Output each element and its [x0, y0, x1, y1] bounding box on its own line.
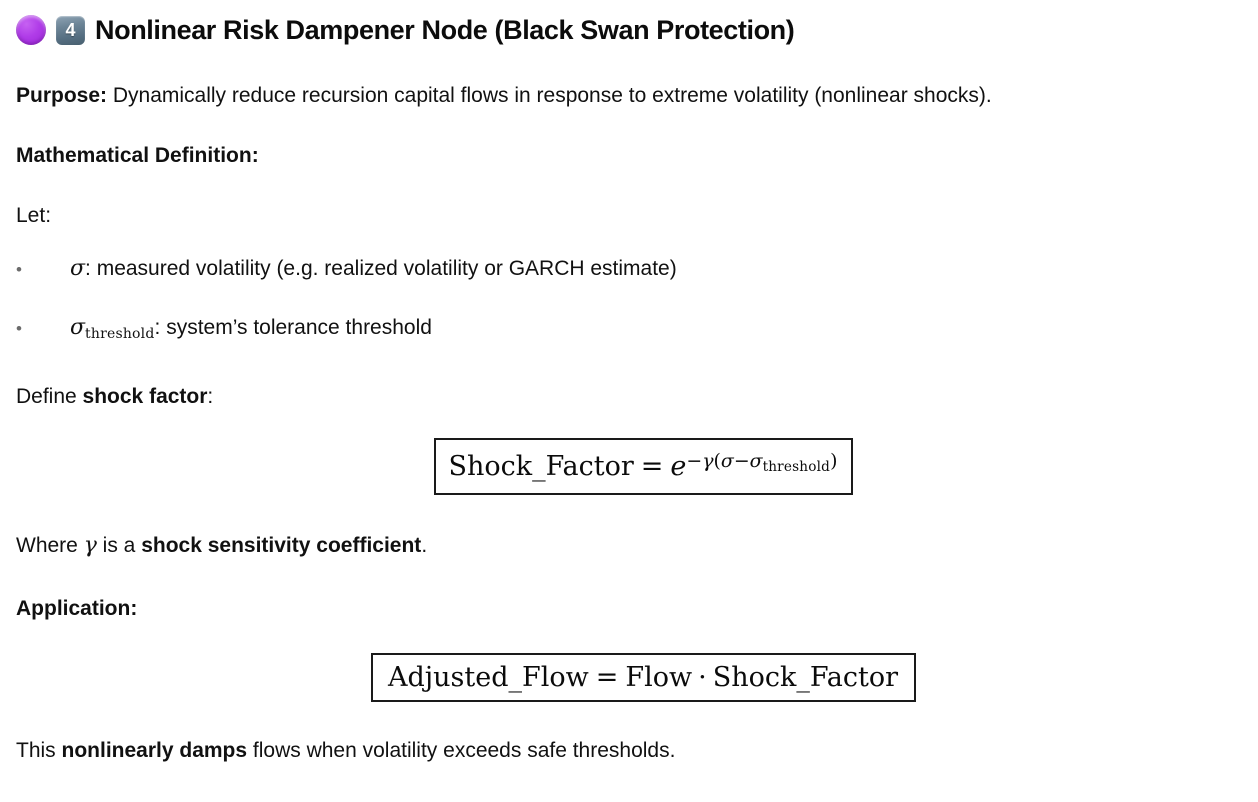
formula1-exp-gamma: γ: [702, 450, 714, 473]
purple-circle-icon: [16, 15, 46, 45]
formula2-dot: ·: [698, 661, 707, 693]
purpose-body: Dynamically reduce recursion capital flo…: [112, 84, 992, 107]
formula1-base: e: [670, 451, 687, 483]
formula1-exp-open-paren: (: [713, 450, 721, 473]
final-paragraph: This nonlinearly damps flows when volati…: [0, 738, 1258, 764]
formula1-exponent: −γ(σ−σthreshold): [686, 452, 837, 475]
formula1-exp-sigma2: σ: [749, 450, 763, 473]
formula2-term1: Flow: [625, 661, 693, 693]
final-prefix: This: [16, 738, 62, 762]
list-item: • σthreshold: system’s tolerance thresho…: [0, 314, 1258, 343]
shock-factor-formula-tex: Shock_Factor=e−γ(σ−σthreshold): [449, 450, 838, 482]
define-suffix: :: [207, 384, 214, 408]
nonlinearly-damps-bold: nonlinearly damps: [61, 738, 248, 762]
let-label: Let:: [16, 203, 52, 227]
gamma-symbol: γ: [83, 532, 97, 558]
formula2-term2: Shock_Factor: [712, 661, 898, 693]
formula1-exp-sign: −: [686, 450, 703, 473]
where-prefix: Where: [16, 533, 84, 557]
bullet-dot-icon: •: [16, 259, 22, 279]
purpose-label: Purpose:: [16, 84, 108, 107]
page-title: Nonlinear Risk Dampener Node (Black Swan…: [95, 14, 795, 45]
formula1-lhs: Shock_Factor: [448, 451, 634, 483]
keycap-four-icon: 4: [56, 15, 85, 45]
where-gamma-line: Where γ is a shock sensitivity coefficie…: [0, 532, 1258, 560]
bullet-dot-icon: •: [16, 319, 22, 339]
page-title-row: 4 Nonlinear Risk Dampener Node (Black Sw…: [0, 0, 1258, 50]
where-middle: is a: [96, 533, 142, 557]
application-heading: Application:: [16, 597, 138, 621]
shock-factor-formula-wrap: Shock_Factor=e−γ(σ−σthreshold): [0, 437, 1258, 495]
symbol-definition-list: • σ: measured volatility (e.g. realized …: [0, 255, 1258, 344]
bullet-content: σthreshold: system’s tolerance threshold: [70, 314, 432, 343]
sigma-threshold-subscript: threshold: [85, 326, 155, 343]
formula2-equals: =: [595, 661, 619, 693]
shock-sensitivity-bold: shock sensitivity coefficient: [141, 533, 422, 557]
list-item: • σ: measured volatility (e.g. realized …: [0, 255, 1258, 283]
bullet-content: σ: measured volatility (e.g. realized vo…: [70, 255, 677, 283]
purpose-paragraph: Purpose: Dynamically reduce recursion ca…: [0, 83, 1258, 109]
formula1-exp-subscript: threshold: [762, 459, 831, 476]
formula2-lhs: Adjusted_Flow: [388, 661, 589, 693]
sigma-symbol: σ: [70, 255, 86, 281]
adjusted-flow-formula-box: Adjusted_Flow=Flow·Shock_Factor: [370, 652, 916, 702]
sigma-threshold-description: : system’s tolerance threshold: [154, 316, 432, 340]
final-suffix: flows when volatility exceeds safe thres…: [247, 738, 676, 762]
adjusted-flow-formula-wrap: Adjusted_Flow=Flow·Shock_Factor: [0, 652, 1258, 702]
formula1-exp-sigma: σ: [720, 450, 734, 473]
define-prefix: Define: [16, 384, 83, 408]
formula1-exp-minus: −: [733, 450, 750, 473]
formula1-equals: =: [640, 451, 664, 483]
sigma-description: : measured volatility (e.g. realized vol…: [85, 256, 677, 280]
shock-factor-bold: shock factor: [82, 384, 208, 408]
adjusted-flow-formula-tex: Adjusted_Flow=Flow·Shock_Factor: [388, 662, 898, 693]
formula1-exp-close-paren: ): [830, 450, 838, 473]
sigma-threshold-symbol: σ: [70, 315, 86, 341]
define-shock-factor-line: Define shock factor:: [0, 384, 1258, 410]
shock-factor-formula-box: Shock_Factor=e−γ(σ−σthreshold): [433, 437, 853, 495]
where-suffix: .: [421, 533, 428, 557]
math-definition-heading: Mathematical Definition:: [16, 144, 259, 168]
